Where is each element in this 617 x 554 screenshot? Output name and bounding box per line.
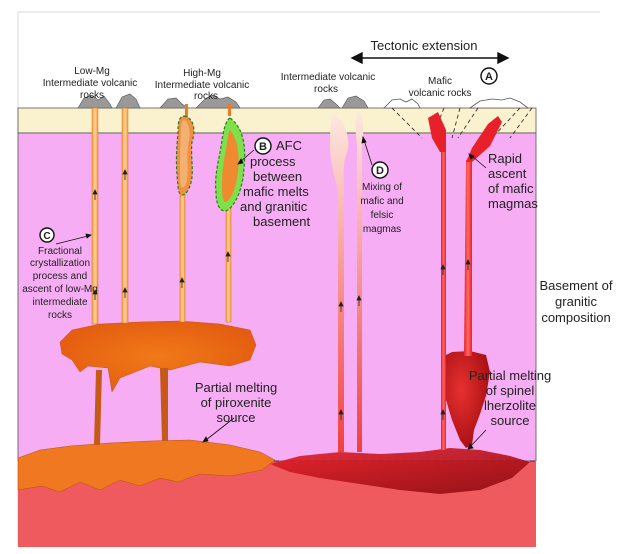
- mafic-conduit-1: [441, 150, 446, 450]
- svg-text:B: B: [259, 141, 267, 153]
- basement-label-3: composition: [541, 310, 610, 325]
- marker-c: C: [40, 228, 54, 242]
- basement-label-1: Basement of: [540, 278, 613, 293]
- fractional-label-3: process and: [33, 271, 87, 282]
- rapid-label-4: magmas: [488, 196, 538, 211]
- mixing-label-4: magmas: [363, 224, 401, 235]
- afc-label-4: mafic melts: [243, 184, 309, 199]
- low-mg-label-1: Low-Mg: [74, 66, 110, 77]
- spinel-label-4: source: [490, 413, 529, 428]
- spinel-label-2: of spinel: [486, 383, 535, 398]
- marker-b: B: [255, 138, 271, 154]
- afc-label-3: between: [253, 169, 302, 184]
- mixing-label-1: Mixing of: [362, 182, 402, 193]
- mixing-label-2: mafic and: [360, 196, 403, 207]
- low-mg-label-3: rocks: [80, 90, 104, 101]
- afc-label-2: process: [250, 154, 296, 169]
- tectonic-extension-arrow: [352, 53, 508, 63]
- svg-text:C: C: [43, 231, 50, 242]
- fractional-label-1: Fractional: [38, 246, 82, 257]
- high-mg-label-3: rocks: [194, 91, 218, 102]
- tectonic-extension-label: Tectonic extension: [371, 38, 478, 53]
- afc-label-6: basement: [253, 214, 310, 229]
- svg-text:D: D: [376, 165, 384, 177]
- marker-d: D: [372, 162, 388, 178]
- rapid-label-3: of mafic: [488, 181, 534, 196]
- high-mg-label-2: Intermediate volcanic: [155, 80, 250, 91]
- piroxenite-label-2: of piroxenite: [201, 395, 272, 410]
- marker-a: A: [481, 68, 497, 84]
- fractional-label-5: intermediate: [32, 297, 87, 308]
- intermediate-label-2: rocks: [314, 84, 338, 95]
- basement-label-2: granitic: [555, 294, 597, 309]
- intermediate-label-1: Intermediate volcanic: [281, 72, 376, 83]
- mafic-volcanic-rocks: [384, 98, 528, 108]
- fractional-label-6: rocks: [48, 310, 72, 321]
- mixing-label-3: felsic: [371, 210, 394, 221]
- high-mg-label-1: High-Mg: [183, 68, 221, 79]
- svg-text:A: A: [485, 71, 493, 83]
- spinel-label-1: Partial melting: [469, 368, 551, 383]
- spinel-label-3: lherzolite: [484, 398, 536, 413]
- afc-label-1: AFC: [276, 138, 302, 153]
- intermediate-volcanic-rocks: [318, 96, 368, 108]
- afc-label-5: and granitic: [240, 199, 308, 214]
- fractional-label-4: ascent of low-Mg: [22, 284, 98, 295]
- low-mg-label-2: Intermediate volcanic: [43, 78, 138, 89]
- high-mg-vent-2: [228, 104, 231, 116]
- piroxenite-label-3: source: [216, 410, 255, 425]
- rapid-label-1: Rapid: [488, 151, 522, 166]
- piroxenite-label-1: Partial melting: [195, 380, 277, 395]
- rapid-label-2: ascent: [488, 166, 527, 181]
- mafic-label-1: Mafic: [428, 76, 452, 87]
- mafic-label-2: volcanic rocks: [409, 88, 472, 99]
- fractional-label-2: crystallization: [30, 258, 90, 269]
